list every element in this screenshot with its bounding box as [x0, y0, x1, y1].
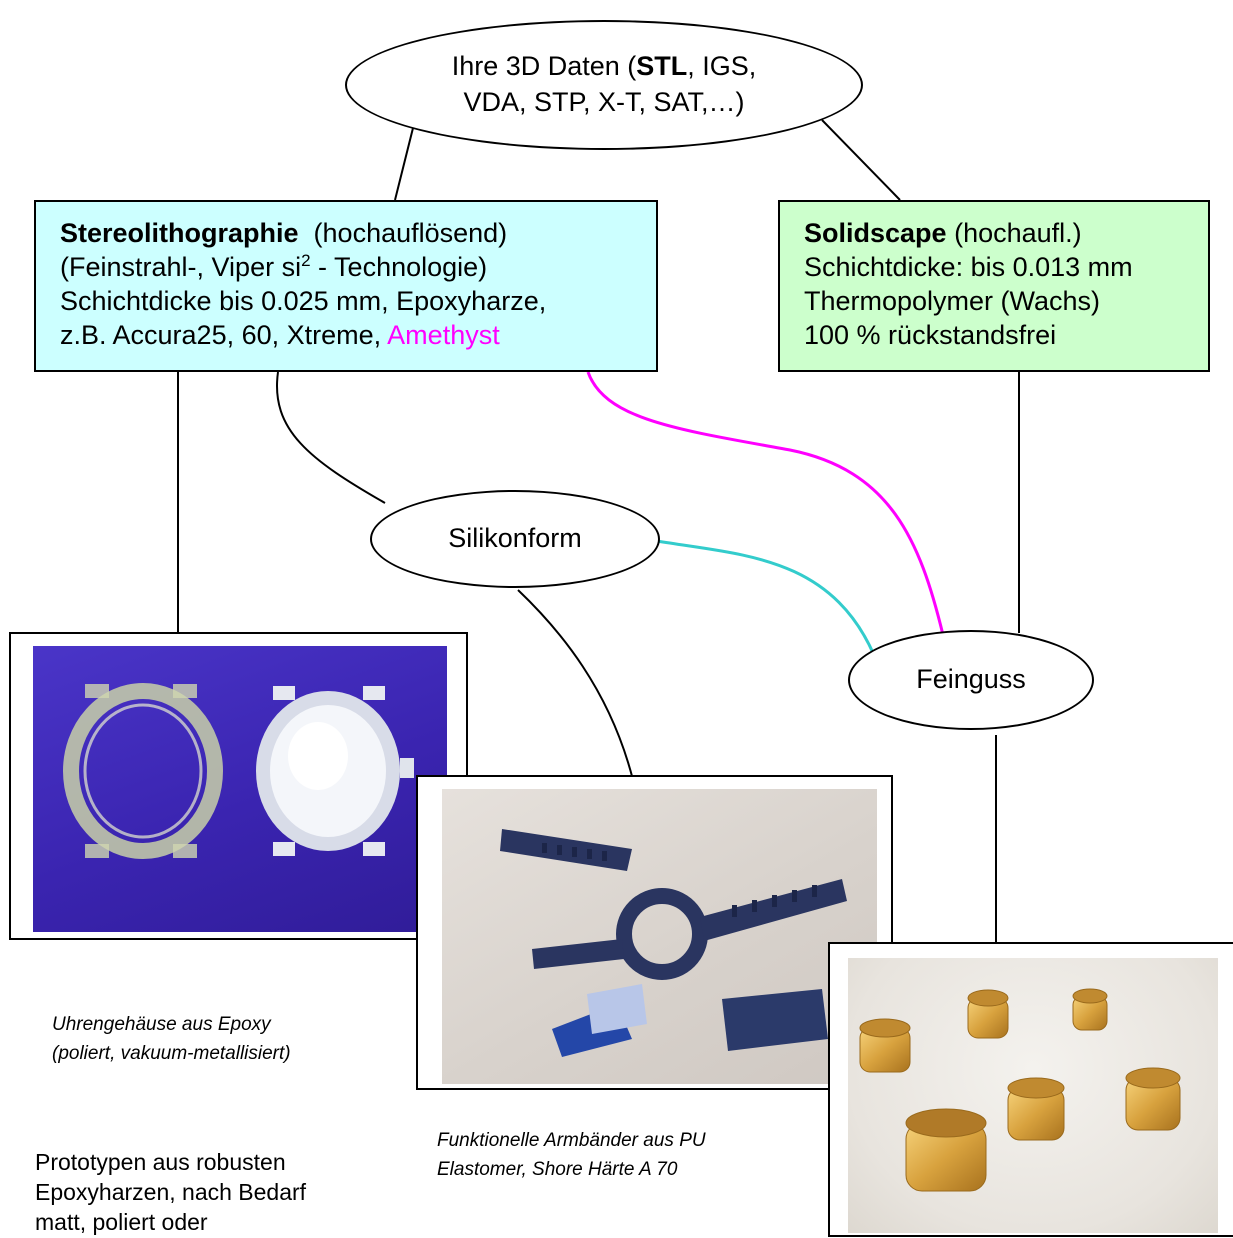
- caption-straps-line1: Funktionelle Armbänder aus PU: [437, 1130, 706, 1151]
- edge-silikonform-to-straps-photo: [517, 589, 634, 781]
- data-input-node: Ihre 3D Daten (STL, IGS, VDA, STP, X-T, …: [345, 20, 863, 150]
- caption-watch-case-line1: Uhrengehäuse aus Epoxy: [52, 1014, 271, 1035]
- solidscape-box: Solidscape (hochaufl.) Schichtdicke: bis…: [778, 200, 1210, 372]
- solidscape-note: (hochaufl.): [954, 218, 1082, 248]
- solidscape-material: Thermopolymer (Wachs): [804, 286, 1101, 317]
- rings-illustration: [859, 988, 1181, 1192]
- stl-format-label: STL: [636, 51, 688, 82]
- silikonform-label: Silikonform: [448, 523, 582, 554]
- photo-frame-watch-case: [9, 632, 468, 940]
- data-input-formats: VDA, STP, X-T, SAT,…): [463, 87, 745, 117]
- feinguss-label: Feinguss: [916, 664, 1026, 695]
- photo-frame-rings: [828, 942, 1233, 1237]
- data-input-text-suffix: , IGS,: [687, 51, 757, 82]
- prototypes-note: Prototypen aus robusten Epoxyharzen, nac…: [35, 1148, 306, 1238]
- straps-illustration: [500, 829, 847, 1057]
- stereo-technology-suffix: - Technologie): [310, 252, 488, 283]
- edge-silikonform-to-feinguss: [656, 539, 876, 656]
- photo-frame-straps: [416, 775, 893, 1090]
- stereo-layer-thickness: Schichtdicke bis 0.025 mm, Epoxyharze,: [60, 286, 547, 317]
- stereolithography-title: Stereolithographie: [60, 218, 299, 248]
- feinguss-node: Feinguss: [848, 630, 1094, 730]
- solidscape-layer-thickness: Schichtdicke: bis 0.013 mm: [804, 252, 1133, 283]
- edge-data-to-stereo: [394, 127, 414, 201]
- photo-rings: [848, 958, 1218, 1233]
- prototypes-note-line2: Epoxyharzen, nach Bedarf: [35, 1178, 307, 1205]
- solidscape-title: Solidscape: [804, 218, 947, 248]
- stereo-superscript: 2: [301, 251, 311, 271]
- data-input-text: Ihre 3D Daten (: [451, 51, 637, 82]
- stereolithography-box: Stereolithographie (hochauflösend) (Fein…: [34, 200, 658, 372]
- amethyst-material: Amethyst: [387, 320, 500, 351]
- stereolithography-note: (hochauflösend): [313, 218, 508, 248]
- stereo-technology-text: (Feinstrahl-, Viper si: [60, 252, 302, 283]
- silikonform-node: Silikonform: [370, 490, 660, 588]
- solidscape-residue: 100 % rückstandsfrei: [804, 320, 1057, 351]
- watch-case-illustration: [63, 683, 414, 859]
- prototypes-note-line3: matt, poliert oder: [35, 1208, 208, 1235]
- caption-watch-case-line2: (poliert, vakuum-metallisiert): [52, 1043, 291, 1065]
- caption-straps: Funktionelle Armbänder aus PU Elastomer,…: [437, 1126, 706, 1185]
- stereo-materials: z.B. Accura25, 60, Xtreme,: [60, 320, 388, 351]
- edge-stereo-to-feinguss: [586, 371, 945, 636]
- edge-stereo-to-silikonform: [276, 371, 386, 504]
- caption-straps-line2: Elastomer, Shore Härte A 70: [437, 1159, 678, 1181]
- photo-watch-case: [33, 646, 447, 932]
- photo-straps: [442, 789, 877, 1084]
- edge-data-to-solidscape: [821, 119, 901, 201]
- caption-watch-case: Uhrengehäuse aus Epoxy (poliert, vakuum-…: [52, 1010, 291, 1069]
- prototypes-note-line1: Prototypen aus robusten: [35, 1149, 286, 1175]
